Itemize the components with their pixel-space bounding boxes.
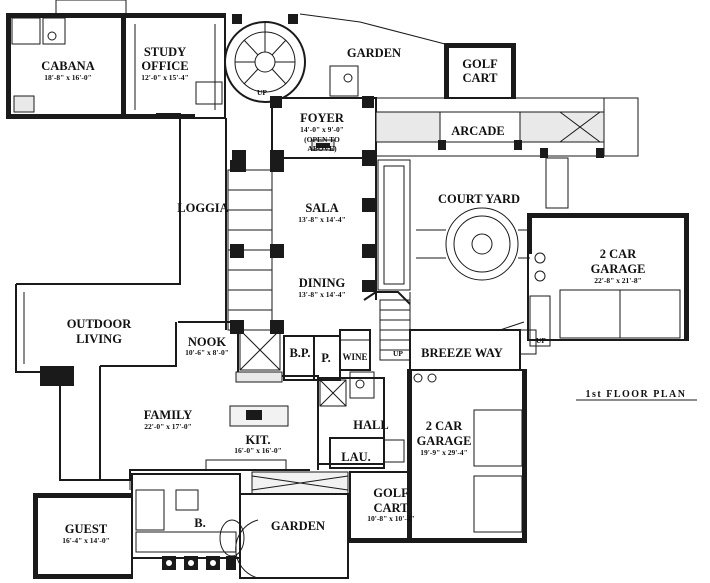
label-garage-mid-1: 2 CAR xyxy=(426,419,463,433)
plan-title: 1st FLOOR PLAN xyxy=(586,389,687,400)
dims-garage-right: 22'-8" x 21'-8" xyxy=(594,276,642,285)
garden-top-outline xyxy=(299,13,446,97)
hall-laundry-walls xyxy=(317,377,405,469)
room-labels: CABANA 18'-8" x 16'-0" STUDY OFFICE 12'-… xyxy=(41,45,697,545)
label-wine: WINE xyxy=(342,352,367,362)
dims-dining: 13'-8" x 14'-4" xyxy=(298,290,346,299)
label-p: P. xyxy=(321,351,331,365)
foyer-walls xyxy=(232,96,377,166)
label-living: LIVING xyxy=(76,332,122,346)
nook-utility-walls xyxy=(178,321,375,399)
label-garden-top: GARDEN xyxy=(347,46,401,60)
arcade-walls xyxy=(375,97,639,158)
dims-family: 22'-0" x 17'-0" xyxy=(144,422,192,431)
label-loggia: LOGGIA xyxy=(177,201,228,215)
label-cabana: CABANA xyxy=(41,59,94,73)
label-cart-top: CART xyxy=(463,71,499,85)
label-stair-up-3: UP xyxy=(536,336,546,345)
label-sala: SALA xyxy=(305,201,338,215)
guest-bath-walls xyxy=(33,473,245,579)
spiral-staircase xyxy=(224,14,306,103)
label-office: OFFICE xyxy=(141,59,188,73)
label-hall: HALL xyxy=(353,418,388,432)
stair-center xyxy=(363,291,411,361)
dims-study-office: 12'-0" x 15'-4" xyxy=(141,73,189,82)
label-dining: DINING xyxy=(299,276,346,290)
label-kitchen: KIT. xyxy=(245,433,270,447)
dims-kitchen: 16'-0" x 16'-0" xyxy=(234,446,282,455)
label-cart-bottom: CART xyxy=(374,501,410,515)
dims-cabana: 18'-8" x 16'-0" xyxy=(44,73,92,82)
dims-foyer: 14'-0" x 9'-0" xyxy=(300,125,344,134)
dims-garage-mid: 19'-9" x 29'-4" xyxy=(420,448,468,457)
family-kitchen-walls xyxy=(100,322,319,490)
golf-cart-bottom-walls xyxy=(349,471,409,543)
foyer-note-1: (OPEN TO xyxy=(304,135,340,144)
label-garage-right-1: 2 CAR xyxy=(600,247,637,261)
court-yard-elements xyxy=(377,157,569,331)
dims-golf-cart-bottom: 10'-8" x 10'-4" xyxy=(367,514,415,523)
foyer-note-2: ABOVE) xyxy=(307,144,337,153)
dims-nook: 10'-6" x 8'-0" xyxy=(185,348,229,357)
label-guest: GUEST xyxy=(65,522,108,536)
label-garden-bottom: GARDEN xyxy=(271,519,325,533)
label-stair-up-1: UP xyxy=(257,88,267,97)
label-stair-up-2: UP xyxy=(393,349,403,358)
label-golf-top: GOLF xyxy=(462,57,498,71)
label-family: FAMILY xyxy=(144,408,193,422)
label-garage-mid-2: GARAGE xyxy=(417,434,472,448)
label-garage-right-2: GARAGE xyxy=(591,262,646,276)
label-court-yard: COURT YARD xyxy=(438,192,520,206)
dims-guest: 16'-4" x 14'-0" xyxy=(62,536,110,545)
label-bath: B. xyxy=(194,516,205,530)
label-laundry: LAU. xyxy=(341,450,371,464)
label-breeze-way: BREEZE WAY xyxy=(421,346,503,360)
label-golf-bottom: GOLF xyxy=(373,486,409,500)
label-nook: NOOK xyxy=(188,335,226,349)
label-bp: B.P. xyxy=(289,346,310,360)
label-arcade: ARCADE xyxy=(451,124,504,138)
garage-right-walls xyxy=(527,213,689,347)
outdoor-living-walls xyxy=(15,284,101,481)
label-study: STUDY xyxy=(144,45,186,59)
label-foyer: FOYER xyxy=(300,111,345,125)
dims-sala: 13'-8" x 14'-4" xyxy=(298,215,346,224)
label-outdoor: OUTDOOR xyxy=(67,317,133,331)
garage-middle-walls xyxy=(407,369,527,543)
